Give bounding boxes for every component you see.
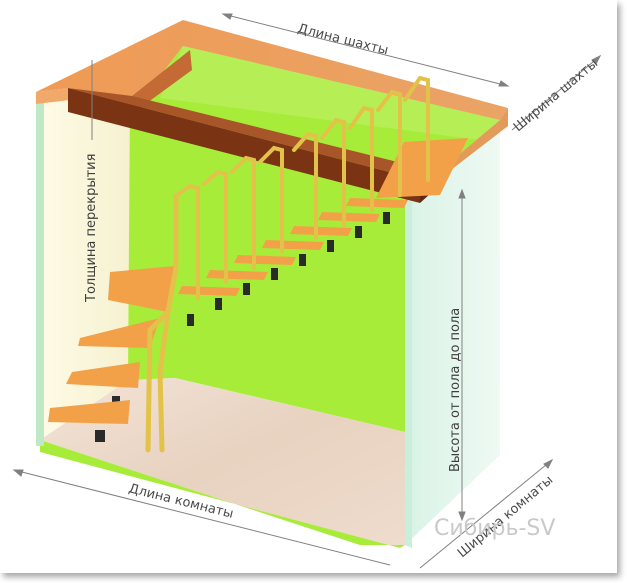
shaft-length-label: Длина шахты [296, 21, 390, 58]
room-width-line [419, 459, 553, 569]
support-post [327, 240, 334, 252]
support-post [215, 298, 222, 310]
winder-tread [66, 362, 140, 388]
winder-tread [108, 266, 175, 312]
ceiling-slab-left-front [36, 88, 70, 104]
handrail [174, 145, 284, 300]
shaft-back-face [160, 46, 500, 140]
shaft-length-line [222, 13, 509, 87]
support-post [95, 430, 105, 442]
floor [40, 378, 405, 545]
support-post [383, 212, 390, 224]
arrow-head [458, 511, 466, 522]
winder-tread [78, 318, 160, 348]
tread [178, 286, 240, 296]
support-post [299, 254, 306, 266]
beam-top-face [68, 88, 430, 180]
left-wall [40, 88, 130, 440]
shaft-width-label: Ширина шахты [511, 56, 601, 135]
winder-tread [48, 400, 130, 424]
shaft-width-line [511, 55, 601, 131]
arrow-head [12, 469, 24, 477]
support-post [187, 314, 194, 326]
support-post [355, 226, 362, 238]
tread [234, 255, 296, 265]
dimension-lines [12, 13, 602, 569]
arrow-head [543, 458, 554, 469]
tread [318, 212, 380, 222]
beam-top [132, 50, 192, 108]
handrail-main [145, 193, 179, 453]
staircase-diagram: Длина шахты Ширина шахты Толщина перекры… [12, 13, 602, 569]
arrow-head [221, 13, 233, 20]
floor-height-label: Высота от пола до пола [448, 308, 463, 472]
arrow-head [458, 188, 466, 199]
stair-winders [48, 266, 175, 424]
arrow-head [498, 80, 510, 87]
arrow-head [591, 54, 602, 65]
support-post [243, 283, 250, 295]
right-wall [405, 120, 500, 545]
ceiling-slab-top [36, 20, 508, 120]
room-length-line [13, 469, 391, 566]
tread [262, 240, 324, 250]
diagram-frame: Длина шахты Ширина шахты Толщина перекры… [12, 13, 602, 569]
handrail [292, 75, 430, 240]
left-wall-edge [36, 92, 44, 446]
right-wall-front [405, 200, 412, 548]
tread [346, 198, 408, 208]
floor-thickness-label: Толщина перекрытия [84, 154, 99, 303]
tread [206, 270, 268, 280]
tread [290, 226, 352, 236]
stair-railing [145, 75, 430, 453]
support-post [271, 268, 278, 280]
beam [68, 88, 420, 203]
watermark: Сибирь-SV [434, 516, 555, 541]
